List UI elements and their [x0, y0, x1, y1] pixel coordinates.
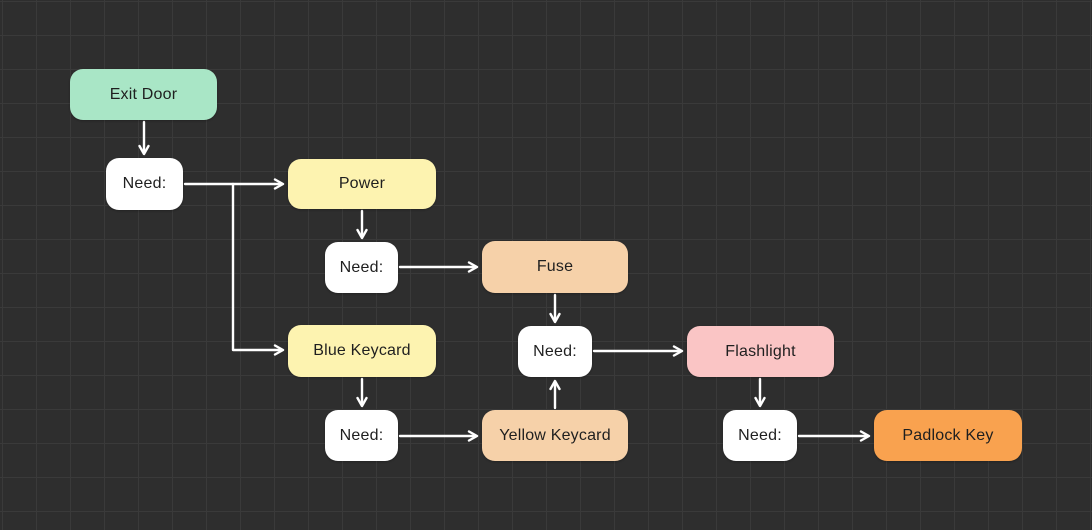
node-label-need-exit-door: Need: [122, 175, 167, 192]
node-label-fuse: Fuse [536, 258, 574, 275]
node-label-need-fuse: Need: [533, 342, 577, 360]
node-padlock-key[interactable]: Padlock Key [874, 410, 1022, 461]
node-yellow-keycard[interactable]: Yellow Keycard [482, 410, 628, 461]
node-label-yellow-keycard: Yellow Keycard [499, 426, 611, 444]
node-need-power[interactable]: Need: [325, 242, 398, 293]
node-need-fuse[interactable]: Need: [518, 326, 592, 377]
node-need-blue-keycard[interactable]: Need: [325, 410, 398, 461]
edge-need-to-blue-keycard[interactable] [231, 182, 285, 356]
node-fuse[interactable]: Fuse [482, 241, 628, 293]
node-label-exit-door: Exit Door [109, 85, 178, 103]
node-exit-door[interactable]: Exit Door [70, 69, 217, 120]
node-label-flashlight: Flashlight [725, 342, 796, 360]
node-label-need-power: Need: [339, 258, 384, 276]
node-power[interactable]: Power [288, 159, 436, 209]
node-need-exit-door[interactable]: Need: [106, 158, 183, 210]
node-label-power: Power [338, 175, 386, 192]
node-label-need-blue-keycard: Need: [339, 426, 384, 444]
node-label-padlock-key: Padlock Key [902, 426, 994, 444]
node-blue-keycard[interactable]: Blue Keycard [288, 325, 436, 377]
node-flashlight[interactable]: Flashlight [687, 326, 834, 377]
node-need-flashlight[interactable]: Need: [723, 410, 797, 461]
node-label-need-flashlight: Need: [738, 426, 782, 444]
node-label-blue-keycard: Blue Keycard [313, 342, 411, 359]
